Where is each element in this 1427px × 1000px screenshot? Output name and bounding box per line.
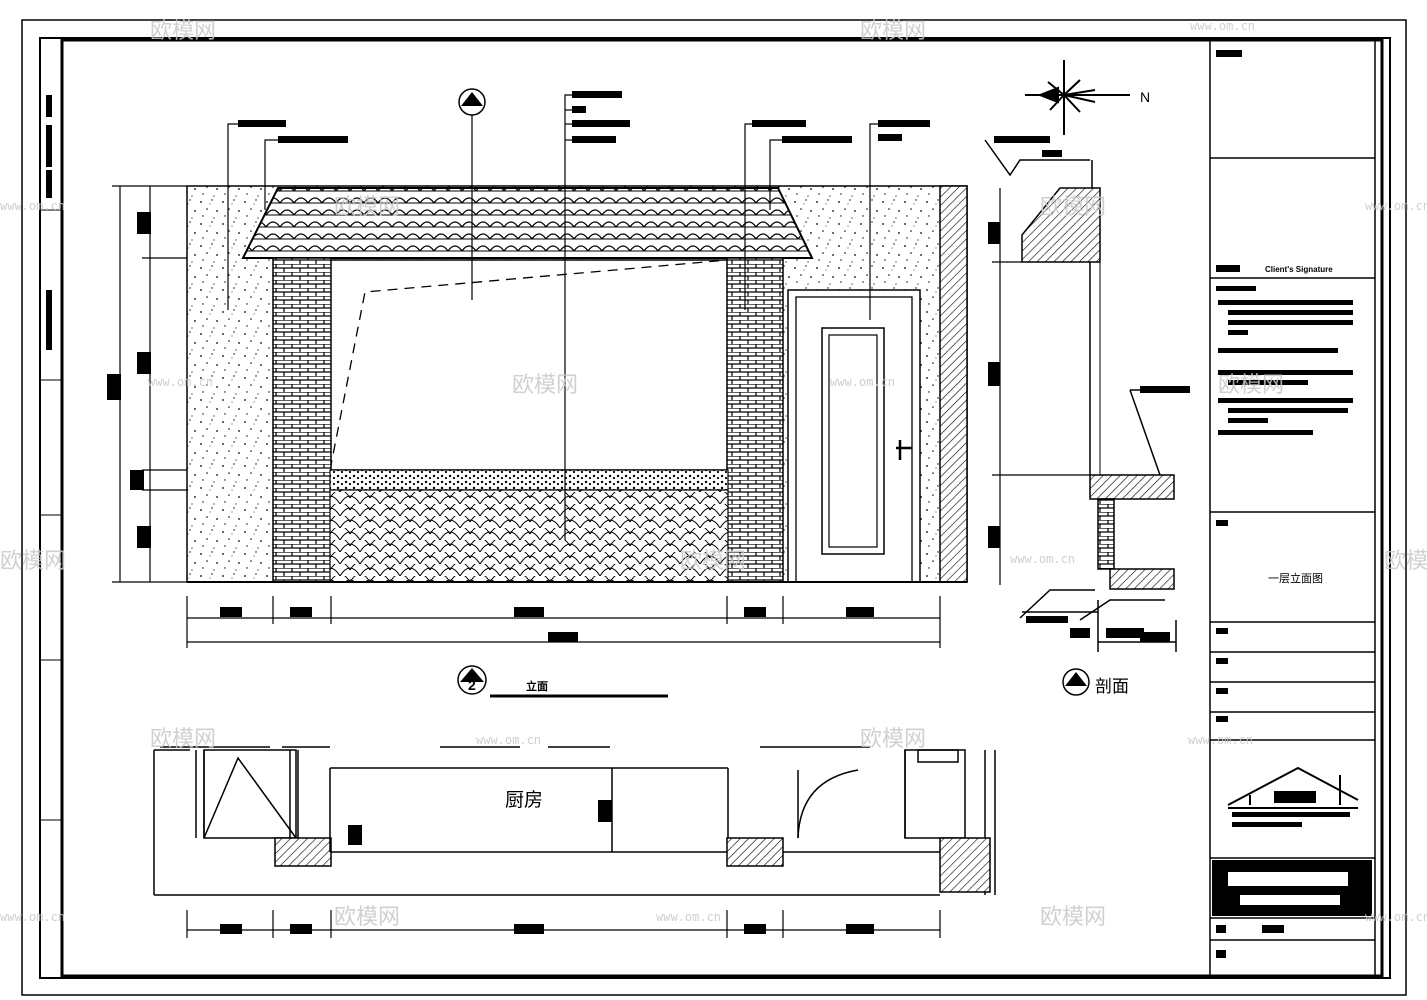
door-handle — [896, 440, 912, 460]
section-title-marker — [1062, 668, 1090, 696]
watermark-brand: 欧模网 — [860, 727, 926, 752]
title-block-text — [1216, 50, 1284, 958]
horizontal-dim-values — [220, 607, 874, 642]
company-logo — [1227, 766, 1359, 827]
section-brick — [1097, 498, 1115, 570]
title-block-stamp — [1212, 860, 1372, 916]
plan-corner-column — [939, 837, 991, 893]
plan-door-swing — [797, 769, 859, 839]
plan-markers — [348, 800, 612, 845]
section-labels — [994, 136, 1190, 642]
watermark-brand: 欧模网 — [150, 19, 216, 44]
plan-room-label: 厨房 — [505, 789, 543, 811]
watermark-brand: 欧模网 — [680, 549, 746, 574]
title-block-notes — [1216, 286, 1353, 435]
elevation-labels — [238, 91, 930, 143]
brick-pillar-right — [726, 257, 784, 583]
watermark-brand: 欧模网 — [512, 373, 578, 398]
watermark-brand: 欧模网 — [1040, 905, 1106, 930]
section-title-label: 剖面 — [1095, 677, 1129, 696]
watermarks: 欧模网 欧模网 欧模网 欧模网 欧模网 欧模网 欧模网 欧模网 欧模网 欧模网 … — [0, 19, 1427, 930]
section-vdim-values — [988, 222, 1000, 548]
left-margin-text — [46, 95, 52, 350]
watermark-url: www.om.cn — [0, 910, 65, 924]
watermark-url: www.om.cn — [1365, 910, 1427, 924]
wall-section-strip — [939, 185, 968, 583]
watermark-url: www.om.cn — [148, 375, 213, 389]
drawing-frame — [21, 19, 1407, 996]
elevation-view — [186, 185, 968, 583]
watermark-brand: 欧模网 — [150, 727, 216, 752]
plan-dimensions — [186, 910, 941, 938]
section-sill — [1089, 474, 1175, 500]
watermark-url: www.om.cn — [1190, 19, 1255, 33]
brick-pillar-left — [272, 257, 332, 583]
watermark-brand: 欧模网 — [1384, 549, 1427, 574]
watermark-url: www.om.cn — [1365, 199, 1427, 213]
callout-marker-top — [458, 88, 486, 116]
elevation-title: 2 — [457, 665, 668, 698]
watermark-brand: 欧模网 — [860, 19, 926, 44]
watermark-brand: 欧模网 — [1218, 373, 1284, 398]
elevation-leaders — [227, 94, 878, 540]
watermark-brand: 欧模网 — [1040, 195, 1106, 220]
watermark-url: www.om.cn — [1010, 552, 1075, 566]
watermark-brand: 欧模网 — [0, 549, 66, 574]
scale-tile-base — [329, 489, 729, 583]
watermark-brand: 欧模网 — [334, 195, 400, 220]
tile-roof — [241, 187, 814, 259]
plan-pillar-right — [726, 837, 784, 867]
plan-pillar-left — [274, 837, 332, 867]
plan-dim-values — [220, 924, 874, 934]
vertical-dim-values — [107, 212, 151, 548]
watermark-url: www.om.cn — [0, 199, 65, 213]
watermark-brand: 欧模网 — [334, 905, 400, 930]
plan-view — [153, 749, 996, 896]
section-vdim — [992, 188, 1090, 585]
window-opening — [329, 259, 729, 471]
gravel-band — [329, 469, 729, 491]
watermark-url: www.om.cn — [656, 910, 721, 924]
section-eave — [1021, 187, 1101, 263]
vertical-dimensions — [112, 185, 187, 583]
watermark-url: www.om.cn — [830, 375, 895, 389]
svg-text:2: 2 — [468, 677, 476, 693]
watermark-url: www.om.cn — [1188, 733, 1253, 747]
client-signature-label: Client's Signature — [1265, 265, 1333, 274]
window-swing-line — [329, 259, 729, 471]
section-base — [1109, 568, 1175, 590]
title-block — [1209, 40, 1376, 976]
watermark-url: www.om.cn — [476, 733, 541, 747]
elevation-title-label: 立面 — [526, 679, 548, 693]
drawing-name: 一层立面图 — [1268, 571, 1323, 585]
north-arrow-icon — [1025, 60, 1130, 135]
north-label: N — [1140, 89, 1150, 105]
door-glass-inner — [828, 334, 878, 548]
